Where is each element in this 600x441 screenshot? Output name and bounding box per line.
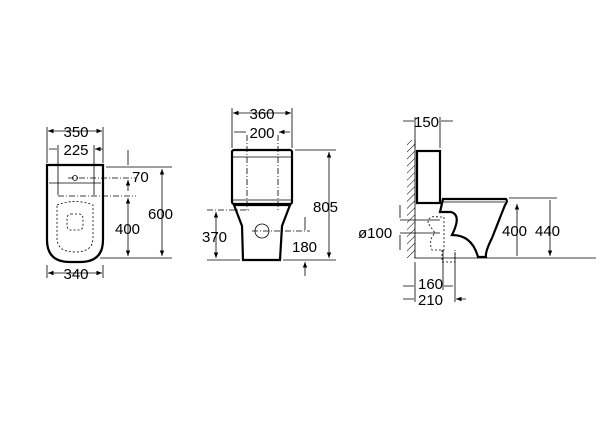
dim-total-height: 805 (313, 199, 338, 216)
wall-hatch (407, 140, 415, 258)
dim-tank-depth: 150 (414, 114, 439, 131)
dim-width-bottom: 340 (63, 266, 88, 283)
dim-fixing-height: 370 (202, 229, 227, 246)
dim-rim-height: 440 (535, 223, 560, 240)
front-view: 360 200 805 370 180 (202, 106, 338, 276)
dim-fixing-to-front: 400 (115, 221, 140, 238)
top-view: 350 225 70 400 600 340 (45, 124, 173, 283)
seat-outline (56, 201, 94, 253)
bowl-side (438, 197, 508, 259)
dim-outlet-edge-from-wall: 210 (418, 292, 443, 309)
dim-outlet-diameter: ø100 (358, 225, 392, 242)
tank-front (230, 148, 294, 206)
dim-outlet-height: 180 (292, 239, 317, 256)
dim-total-depth: 600 (148, 206, 173, 223)
dim-outlet-from-wall: 160 (418, 276, 443, 293)
dim-fixing-offset: 70 (132, 169, 149, 186)
dim-width-top: 350 (63, 124, 88, 141)
seat-opening (66, 213, 84, 231)
side-view: 150 ø100 400 440 160 210 (358, 114, 596, 309)
bowl-front (232, 203, 292, 262)
tank-side (415, 149, 442, 205)
dim-tank-width: 360 (249, 106, 274, 123)
dim-seat-height: 400 (502, 223, 527, 240)
dim-front-fixing-spacing: 200 (249, 125, 274, 142)
bowl-outline-top (45, 163, 105, 264)
dim-fixing-spacing: 225 (63, 142, 88, 159)
